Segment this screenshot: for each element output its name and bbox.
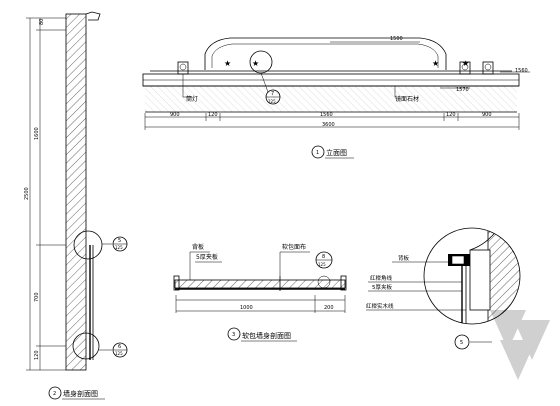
wall-dim-700: 700	[34, 292, 40, 302]
elev-dim-900-left: 900	[170, 112, 180, 118]
downlight-lens	[484, 63, 492, 71]
elev-caption-num: 1	[316, 150, 319, 156]
softpack-dim-200: 200	[324, 305, 334, 311]
elev-dim-120-left: 120	[208, 112, 218, 118]
elev-dim-1560: 1560	[320, 112, 333, 118]
softpack-caption-num: 3	[232, 332, 235, 338]
wall-dim-2500: 2500	[24, 187, 30, 200]
softpack-label-backboard: 背板	[192, 243, 204, 251]
wall-dim-80: 80	[39, 19, 45, 25]
elev-mid-dim: 1570	[456, 87, 469, 93]
softpack-end-right	[340, 275, 347, 291]
downlight-lens	[461, 63, 469, 71]
softpack-detail-circle	[317, 275, 331, 289]
callout-7-ref: 125	[268, 99, 276, 104]
callout-7-num: 7	[271, 91, 274, 97]
elevation-view: 1500 ★ ★ ★ ★ 7 125 1560 1570	[142, 36, 530, 159]
detail-caption-num: 5	[460, 340, 463, 346]
wall-caption-num: 2	[53, 391, 56, 397]
softpack-end-left	[173, 275, 180, 291]
softpack-caption: 软包墙身剖面图	[242, 331, 291, 340]
elev-top-dim: 1500	[390, 36, 403, 42]
elev-caption-bubble	[311, 145, 325, 159]
detail-view: 背板 红榉角线 5厚夹板 红榉实木线 5	[366, 227, 550, 380]
watermark-logo	[490, 310, 550, 380]
wall-panel-fill	[145, 86, 517, 112]
elev-total-dim: 3600	[322, 122, 335, 128]
wall-dim-1600: 1600	[34, 127, 40, 140]
arch-inner	[211, 43, 439, 68]
elev-dim-900-right: 900	[482, 112, 492, 118]
callout-6-ref: 125	[115, 351, 123, 356]
detail-label-trim: 红榉角线	[370, 274, 393, 282]
detail-label-wood: 红榉实木线	[366, 302, 394, 310]
detail-trim	[469, 249, 491, 311]
downlight-right	[482, 61, 494, 75]
softpack-label-fabric: 软包面布	[282, 243, 306, 251]
downlight-mid	[459, 61, 471, 75]
wall-dim-120: 120	[34, 350, 40, 360]
wall-detail-circle-bottom	[72, 332, 100, 360]
wall-hatch	[65, 13, 87, 371]
softpack-section-view: 背板 5厚夹板 软包面布 8 125 1000 200 3 软包墙身剖面图	[173, 243, 347, 342]
callout-leader	[260, 72, 269, 93]
detail-molding-inner	[451, 255, 465, 265]
softpack-panel	[174, 279, 346, 289]
arch-feature	[204, 37, 447, 70]
callout-5-ref: 125	[115, 245, 123, 250]
callout-6-num: 6	[118, 344, 121, 350]
detail-caption-bubble	[454, 334, 470, 350]
wall-cap	[85, 11, 101, 21]
star-icon: ★	[432, 59, 439, 68]
callout-5-num: 5	[118, 238, 121, 244]
softpack-dim-1000: 1000	[240, 305, 253, 311]
softpack-label-plywood: 5厚夹板	[196, 253, 218, 261]
star-icon: ★	[252, 59, 259, 68]
star-icon: ★	[224, 59, 231, 68]
elev-dim-120-right: 120	[446, 112, 456, 118]
callout-8-num: 8	[322, 254, 325, 260]
elev-right-top-dim: 1560	[515, 68, 528, 74]
callout-8-ref: 125	[318, 262, 326, 267]
star-icon: ★	[462, 59, 469, 68]
wall-caption: 墙身剖面图	[63, 389, 98, 398]
detail-label-backboard: 背板	[398, 254, 410, 262]
elev-caption: 立面图	[326, 148, 347, 157]
downlight-lens	[179, 63, 187, 71]
detail-label-plywood: 5厚夹板	[372, 283, 392, 291]
softpack-caption-bubble	[227, 327, 241, 341]
wall-detail-circle-top	[73, 230, 103, 260]
elev-label-stone: 镜面石材	[395, 95, 419, 103]
wall-section-view: 80 1600 2500 700 120 5 125 6 125 2 墙身剖面图	[24, 11, 128, 400]
wall-caption-bubble	[48, 386, 62, 400]
elev-label-downlight: 筒灯	[186, 95, 198, 103]
